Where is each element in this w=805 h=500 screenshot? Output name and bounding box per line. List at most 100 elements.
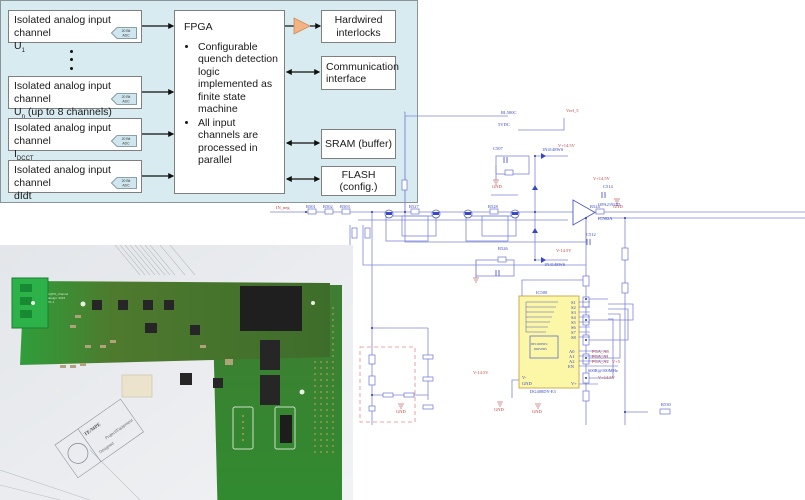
mux-part-label: DG408DY-E3 <box>530 389 556 394</box>
component-label: C512 <box>586 232 596 237</box>
black-relay <box>240 286 302 331</box>
signal-relay <box>121 374 153 398</box>
mux-pin: S5 <box>571 320 577 325</box>
component-label: C514 <box>603 184 614 189</box>
input-channel-signal: Un (up to 8 channels) <box>14 106 112 120</box>
capacitors <box>495 157 606 276</box>
input-channel-idcct: Isolated analog input channel IDCCT 20 B… <box>8 118 142 162</box>
ground-icon <box>614 198 620 204</box>
input-channel-didt: Isolated analog input channel dIdt 20 Bi… <box>8 160 142 202</box>
diode-icon <box>541 257 546 263</box>
diode-icon <box>532 185 538 190</box>
junctions <box>305 155 626 413</box>
mux-pin: S6 <box>571 325 577 330</box>
mux-decoder <box>529 335 559 359</box>
resistor-icon <box>351 227 358 239</box>
output-label: Hardwired interlocks <box>334 14 383 39</box>
output-hardwired-interlocks: Hardwired interlocks <box>321 10 396 43</box>
amplifier-icon <box>293 17 311 35</box>
resistor-icon <box>324 208 334 215</box>
ground-icon <box>535 403 541 409</box>
resistor-icon <box>659 408 671 415</box>
ics <box>92 300 280 405</box>
fpga-title: FPGA <box>184 21 213 33</box>
output-sram: SRAM (buffer) <box>321 129 396 159</box>
circuit-schematic: IN_neg R501 R502 R503 R527 R528 C507 R52… <box>270 108 805 425</box>
resistor-icon <box>595 208 605 215</box>
adc-icon: 20 Bit ADC <box>111 93 137 105</box>
svg-text:nQPS_channel: nQPS_channel <box>48 292 69 296</box>
block-connectors <box>142 17 322 182</box>
schematic-labels: IN_neg R501 R502 R503 R527 R528 C507 R52… <box>276 108 672 414</box>
mux-pin: A1 <box>569 354 575 359</box>
component-label: R501 <box>306 204 316 209</box>
output-communication-interface: Communication interface <box>321 56 399 90</box>
input-channel-un: Isolated analog input channel Un (up to … <box>8 76 142 120</box>
net-label: Vref_5 <box>566 108 579 113</box>
ground-icon <box>493 179 499 185</box>
adc-icon: 20 Bit ADC <box>111 177 137 189</box>
net-label: V+14.5V <box>598 375 616 380</box>
adc-icon: 20 Bit ADC <box>111 135 137 147</box>
svg-text:ADC: ADC <box>122 100 130 104</box>
component-label: 1N4148WS <box>542 147 564 152</box>
net-label: GND <box>613 204 623 209</box>
ellipsis-dot <box>70 58 73 61</box>
mux-pin: S4 <box>571 315 577 320</box>
resistor-icon <box>341 208 351 215</box>
dashed-region <box>359 346 416 423</box>
ground-icon <box>497 401 503 407</box>
input-channel-signal: dIdt <box>14 190 32 202</box>
diode-icon <box>541 153 546 159</box>
resistor-icon <box>410 208 420 215</box>
mux-pin: S2 <box>571 305 576 310</box>
svg-text:design: 2015: design: 2015 <box>48 296 66 300</box>
output-label: FLASH (config.) <box>339 168 378 194</box>
pcb-photo-image: TE/MPE Project/Equipment Designed <box>0 245 353 500</box>
mux-pin: A2 <box>569 359 575 364</box>
mux-pin: GND <box>522 381 532 386</box>
mux-pin: V- <box>522 375 527 380</box>
resistor-icon <box>401 179 408 191</box>
input-channel-label: Isolated analog input channel <box>14 14 111 39</box>
net-label: V+5 <box>612 359 621 364</box>
input-channel-signal: U1 <box>14 40 25 55</box>
resistor-icon <box>364 227 371 239</box>
output-label: SRAM (buffer) <box>325 137 392 150</box>
opamp-ref-label: IC502A <box>598 216 613 221</box>
resistors <box>307 169 671 415</box>
component-label: 1N4148WS <box>544 262 566 267</box>
resistor-icon <box>497 256 507 263</box>
net-label: GND <box>494 407 504 412</box>
net-label: GND <box>532 409 542 414</box>
output-label: Communication interface <box>326 60 399 86</box>
diodes <box>532 153 546 263</box>
mux-decoder-label: DECODERS/ <box>531 342 548 346</box>
ferrite-label: 600R@100MHz <box>588 368 618 373</box>
svg-text:ADC: ADC <box>122 34 130 38</box>
net-label: V+14.5V <box>593 176 611 181</box>
net-label: IN_neg <box>276 205 290 210</box>
svg-text:ADC: ADC <box>122 184 130 188</box>
relay-label: RL500C <box>501 110 517 115</box>
svg-text:20 Bit: 20 Bit <box>122 29 131 33</box>
svg-text:20 Bit: 20 Bit <box>122 95 131 99</box>
svg-text:V1.1: V1.1 <box>48 300 55 304</box>
svg-text:20 Bit: 20 Bit <box>122 179 131 183</box>
smd-parts <box>60 315 233 368</box>
box-header <box>232 406 254 450</box>
mounting-holes <box>31 301 315 395</box>
component-label: R503 <box>340 204 351 209</box>
pcb-photo: TE/MPE Project/Equipment Designed <box>0 245 353 500</box>
fpga-block: FPGA Configurable quench detection logic… <box>174 10 285 194</box>
left-components <box>368 354 434 412</box>
net-label: V+14.5V <box>558 143 576 148</box>
net-label: V-14.5V <box>473 370 489 375</box>
net-label: V-14.5V <box>556 248 572 253</box>
adc-icon: 20 Bit ADC <box>111 27 137 39</box>
resistor-icon <box>489 208 499 215</box>
resistor-ladder <box>582 275 629 402</box>
mux-pin: S1 <box>571 300 576 305</box>
mux-pin: EN <box>568 364 575 369</box>
ground-symbols <box>398 179 620 409</box>
